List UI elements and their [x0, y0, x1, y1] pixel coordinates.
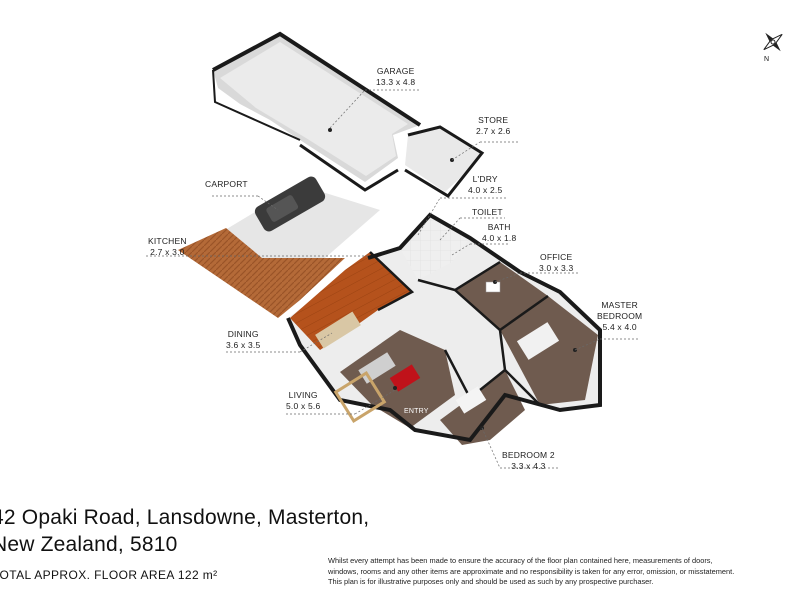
compass-north-label: N: [764, 56, 770, 63]
room-dimensions: 5.0 x 5.6: [286, 401, 321, 411]
garage: [212, 31, 422, 192]
disclaimer: Whilst every attempt has been made to en…: [328, 556, 800, 590]
room-name: BATH: [487, 222, 511, 232]
disclaimer-line: windows, rooms and any other items are a…: [328, 566, 735, 576]
room-label-dining: DINING 3.6 x 3.5: [226, 329, 260, 351]
room-label-store: STORE 2.7 x 2.6: [476, 115, 510, 137]
room-label-entry: ENTRY: [404, 406, 429, 417]
compass: N: [756, 28, 790, 68]
room-name: ENTRY: [404, 408, 429, 415]
disclaimer-line: Whilst every attempt has been made to en…: [328, 556, 713, 565]
room-label-carport: CARPORT: [205, 179, 248, 190]
room-name: CARPORT: [205, 179, 248, 189]
room-dimensions: 4.0 x 2.5: [468, 185, 503, 195]
room-name: GARAGE: [376, 66, 415, 76]
room-name: BEDROOM 2: [502, 450, 555, 460]
room-name: STORE: [478, 115, 509, 125]
room-dimensions: 5.4 x 4.0: [602, 322, 637, 332]
room-name: MASTER: [601, 300, 638, 310]
carport: [225, 176, 380, 258]
room-name: L'DRY: [472, 174, 498, 184]
room-label-garage: GARAGE 13.3 x 4.8: [376, 66, 415, 88]
room-label-laundry: L'DRY 4.0 x 2.5: [468, 174, 502, 196]
deck: [178, 228, 345, 318]
room-label-office: OFFICE 3.0 x 3.3: [539, 252, 573, 274]
room-dimensions: 4.0 x 1.8: [482, 233, 517, 243]
leader-lines: [146, 89, 640, 469]
address-line-2: New Zealand, 5810: [0, 533, 178, 556]
room-dimensions: 3.0 x 3.3: [539, 263, 574, 273]
compass-rose-icon: [763, 32, 783, 52]
room-name: KITCHEN: [148, 236, 187, 246]
room-dimensions: 13.3 x 4.8: [376, 77, 416, 87]
room-name: BEDROOM: [597, 311, 643, 321]
room-label-living: LIVING 5.0 x 5.6: [286, 390, 320, 412]
floor-plan: [146, 31, 640, 469]
room-dimensions: 2.7 x 2.6: [476, 126, 511, 136]
address-line-1: 42 Opaki Road, Lansdowne, Masterton,: [0, 506, 370, 529]
total-floor-area: TOTAL APPROX. FLOOR AREA 122 m²: [0, 568, 218, 582]
room-label-master-bedroom: MASTER BEDROOM 5.4 x 4.0: [597, 300, 642, 333]
disclaimer-line: This plan is for illustrative purposes o…: [328, 577, 654, 586]
room-dimensions: 2.7 x 3.0: [150, 247, 185, 257]
room-name: TOILET: [472, 207, 503, 217]
room-label-bedroom-2: BEDROOM 2 3.3 x 4.3: [502, 450, 555, 472]
house-body: [286, 212, 602, 445]
room-label-kitchen: KITCHEN 2.7 x 3.0: [148, 236, 187, 258]
room-dimensions: 3.6 x 3.5: [226, 340, 261, 350]
room-name: LIVING: [288, 390, 318, 400]
room-dimensions: 3.3 x 4.3: [511, 461, 546, 471]
room-label-toilet: TOILET: [472, 207, 503, 218]
room-name: DINING: [227, 329, 259, 339]
room-name: OFFICE: [540, 252, 573, 262]
room-label-bath: BATH 4.0 x 1.8: [482, 222, 516, 244]
